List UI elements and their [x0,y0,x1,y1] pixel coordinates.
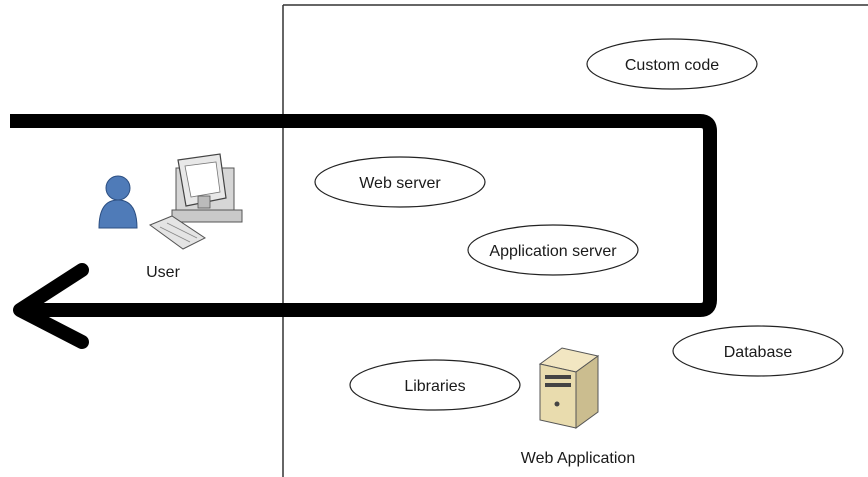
database-label: Database [724,344,793,361]
user-icon [98,175,138,229]
application-server-label: Application server [489,243,617,260]
user-label: User [146,264,180,281]
custom-code-node: Custom code [586,38,758,90]
web-application-boundary [282,4,868,477]
database-node: Database [672,325,844,377]
arrow-left-icon [13,263,89,349]
web-server-label: Web server [359,175,441,192]
web-server-node: Web server [314,156,486,208]
custom-code-label: Custom code [625,57,719,74]
libraries-node: Libraries [349,359,521,411]
request-response-flow [10,114,717,349]
application-server-node: Application server [467,224,639,276]
libraries-label: Libraries [404,378,465,395]
server-icon [538,347,600,429]
web-application-label: Web Application [521,450,635,467]
computer-icon [148,153,243,250]
